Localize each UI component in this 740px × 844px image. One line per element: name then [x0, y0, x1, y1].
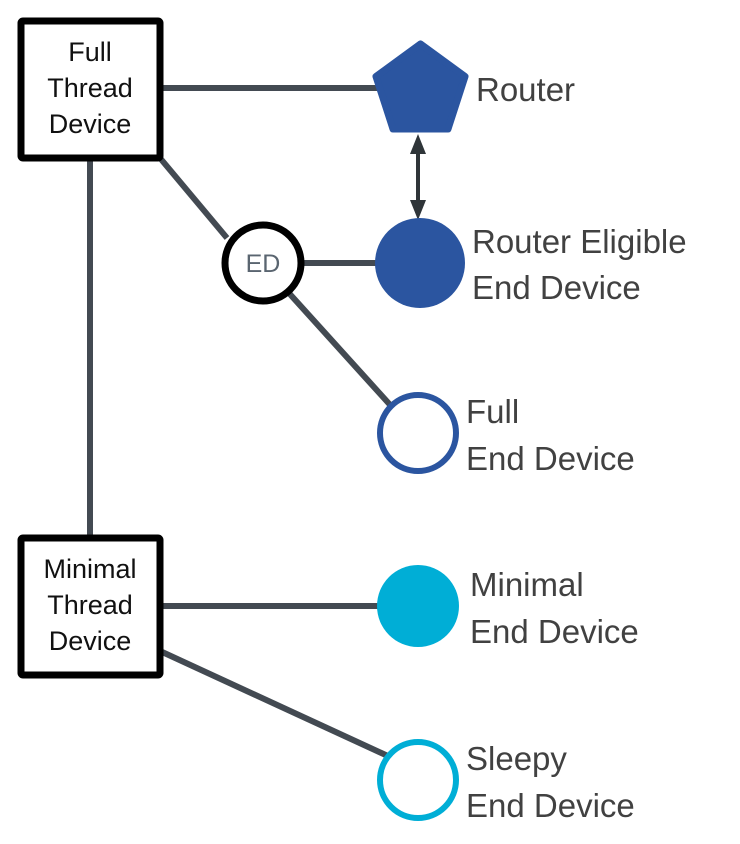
sleepy-end-device-label-line-2: End Device — [466, 787, 635, 824]
legend-full-end-device[interactable]: Full End Device — [377, 392, 635, 477]
full-end-device-label-line-2: End Device — [466, 440, 635, 477]
sleepy-end-device-circle-icon[interactable] — [377, 739, 459, 821]
end-device-junction-label: ED — [246, 250, 281, 278]
router-eligible-end-device-circle-icon[interactable] — [375, 218, 465, 308]
minimal-end-device-label-line-2: End Device — [470, 613, 639, 650]
node-end-device-junction[interactable]: ED — [221, 221, 305, 305]
end-device-junction-circle[interactable] — [221, 221, 305, 305]
minimal-thread-device-box[interactable] — [17, 534, 164, 679]
full-end-device-circle-icon[interactable] — [377, 392, 459, 474]
full-thread-device-line-1: Full — [68, 37, 112, 67]
connector-ed-to-full-end-device — [285, 289, 395, 410]
minimal-thread-device-line-2: Thread — [47, 590, 133, 620]
connector-lines — [87, 85, 395, 760]
connector-mtd-to-sleepy-end-device — [158, 648, 392, 760]
minimal-thread-device-line-3: Device — [49, 626, 132, 656]
router-pentagon-icon[interactable] — [372, 40, 469, 133]
node-minimal-thread-device[interactable]: Minimal Thread Device — [17, 534, 164, 679]
legend-sleepy-end-device[interactable]: Sleepy End Device — [377, 739, 635, 824]
connector-ftd-to-ed — [157, 156, 230, 240]
sleepy-end-device-label-line-1: Sleepy — [466, 740, 567, 777]
legend-router[interactable]: Router — [372, 40, 575, 133]
reed-label-line-2: End Device — [472, 269, 641, 306]
full-thread-device-line-3: Device — [49, 109, 132, 139]
minimal-end-device-label-line-1: Minimal — [470, 566, 584, 603]
arrow-head-up-icon — [410, 134, 426, 154]
minimal-thread-device-line-1: Minimal — [43, 554, 136, 584]
minimal-end-device-circle-icon[interactable] — [377, 565, 459, 647]
node-full-thread-device[interactable]: Full Thread Device — [17, 17, 164, 162]
full-thread-device-box[interactable] — [17, 17, 164, 162]
full-end-device-label-line-1: Full — [466, 393, 519, 430]
full-thread-device-line-2: Thread — [47, 73, 133, 103]
arrow-head-down-icon — [410, 200, 426, 220]
reed-label-line-1: Router Eligible — [472, 223, 687, 260]
legend-router-eligible-end-device[interactable]: Router Eligible End Device — [375, 218, 687, 308]
router-label-line-1: Router — [476, 71, 575, 108]
legend-minimal-end-device[interactable]: Minimal End Device — [377, 565, 639, 650]
router-reed-bidirectional-arrow — [410, 134, 426, 220]
